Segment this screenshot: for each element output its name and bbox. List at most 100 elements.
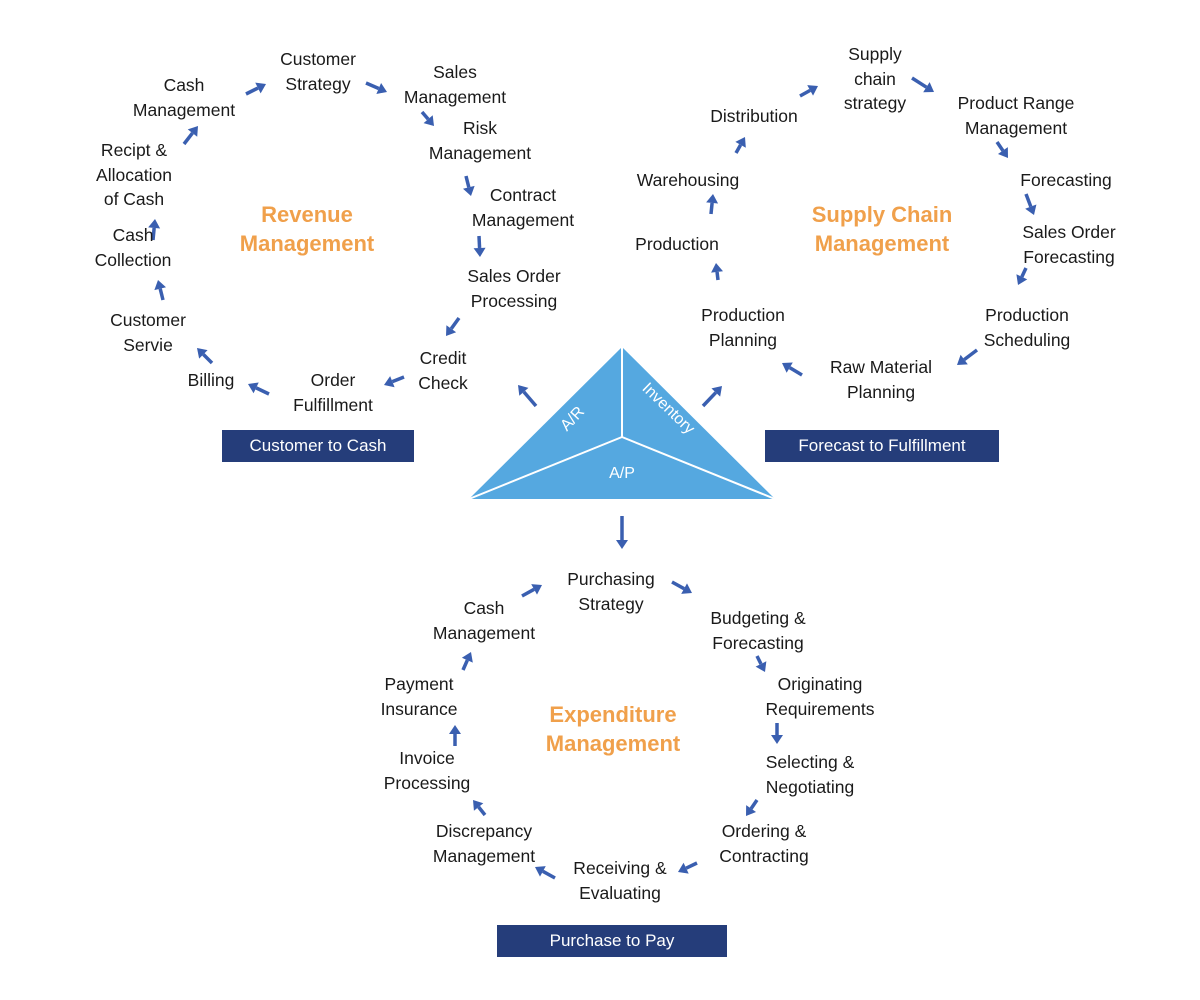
arrow-ex-cashmgmt-to-purchasing (521, 584, 542, 598)
forecast-to-fulfillment-band: Forecast to Fulfillment (765, 430, 999, 462)
arrow-head (255, 82, 266, 94)
arrow-head (148, 219, 161, 229)
arrow-rev-receipt-to-cashmgmt (182, 126, 198, 146)
arrow-shaft (391, 375, 405, 384)
arrow-shaft (182, 132, 194, 146)
arrow-sc-planning-to-production (711, 263, 724, 281)
arrow-head (807, 85, 818, 96)
arrow-head (248, 382, 259, 394)
arrow-head (746, 805, 757, 816)
arrow-shaft (245, 86, 259, 96)
arrow-ex-purchasing-to-budgeting (671, 580, 692, 594)
arrow-head (616, 540, 628, 549)
arrow-ex-discrepancy-to-invoice (473, 800, 487, 817)
arrow-shaft (671, 580, 685, 591)
arrow-shaft (799, 88, 811, 98)
arrow-shaft (1024, 193, 1033, 208)
arrow-shaft (420, 110, 430, 121)
arrow-head (923, 82, 934, 93)
arrow-sc-forecasting-to-salesorder (1024, 193, 1037, 215)
arrow-head (154, 280, 167, 291)
arrow-head (473, 800, 484, 811)
node-receiving-evaluating: Receiving &Evaluating (573, 858, 667, 903)
arrow-head (1016, 274, 1028, 285)
arrow-rev-sales-to-risk (420, 110, 434, 126)
arrow-hub-to-supply (701, 386, 722, 408)
arrow-shaft (749, 799, 759, 810)
arrow-rev-cashmgmt-to-strategy (245, 82, 266, 96)
node-production: Production (635, 234, 719, 254)
arrow-head (473, 247, 486, 257)
arrow-shaft (715, 271, 720, 281)
arrow-sc-warehousing-to-distribution (734, 137, 746, 154)
arrow-shaft (709, 202, 714, 215)
arrow-rev-contract-to-salesorder (473, 235, 486, 257)
arrow-rev-risk-to-contract (462, 175, 475, 196)
arrow-shaft (685, 861, 698, 870)
node-forecasting: Forecasting (1020, 170, 1112, 190)
arrow-shaft (911, 76, 928, 89)
arrow-head (711, 263, 724, 273)
arrow-ex-originating-to-selecting (771, 723, 783, 744)
arrow-sc-distribution-to-strategy (799, 85, 818, 98)
arrow-hub-to-expenditure (616, 516, 628, 549)
arrow-head (755, 661, 767, 672)
arrow-sc-salesorder-to-scheduling (1016, 267, 1028, 285)
arrow-ex-payment-to-cashmgmt (461, 652, 473, 671)
arrow-shaft (202, 353, 214, 365)
arrow-rev-salesorder-to-credit (446, 316, 461, 336)
arrow-head (957, 354, 968, 365)
node-distribution: Distribution (710, 106, 798, 126)
node-warehousing: Warehousing (636, 170, 740, 190)
triangle-divider-left (468, 436, 623, 500)
arrow-head (1025, 204, 1037, 215)
arrow-shaft (755, 655, 763, 665)
arrow-sc-production-to-warehousing (706, 194, 719, 215)
arrow-head (462, 185, 475, 196)
arrow-ex-receiving-to-discrepancy (535, 866, 556, 880)
arrow-rev-collection-to-receipt (148, 219, 161, 241)
arrow-rev-fulfillment-to-billing (248, 382, 270, 396)
arrow-ex-budgeting-to-originating (755, 655, 767, 672)
arrow-rev-strategy-to-sales (365, 81, 387, 94)
arrow-sc-productrange-to-forecasting (995, 141, 1008, 158)
arrow-ex-selecting-to-ordering (746, 799, 759, 816)
arrow-sc-strategy-to-productrange (911, 76, 934, 93)
arrow-head (376, 82, 387, 94)
arrow-shaft (521, 587, 535, 598)
purchase-to-pay-band: Purchase to Pay (497, 925, 727, 957)
arrow-ex-ordering-to-receiving (678, 861, 698, 874)
arrow-head (782, 362, 793, 373)
node-budgeting-forecasting: Budgeting &Forecasting (710, 608, 806, 653)
hub-ap-label: A/P (609, 465, 635, 482)
arrow-head (706, 194, 719, 204)
arrow-head (681, 583, 692, 594)
arrow-shaft (995, 141, 1005, 152)
arrow-shaft (1020, 267, 1028, 278)
arrow-shaft (542, 869, 556, 880)
node-selecting-negotiating: Selecting &Negotiating (765, 752, 855, 797)
arrow-shaft (461, 659, 469, 671)
arrow-shaft (788, 366, 803, 377)
arrow-sc-rawmaterial-to-planning (782, 362, 803, 377)
node-billing: Billing (187, 370, 235, 390)
